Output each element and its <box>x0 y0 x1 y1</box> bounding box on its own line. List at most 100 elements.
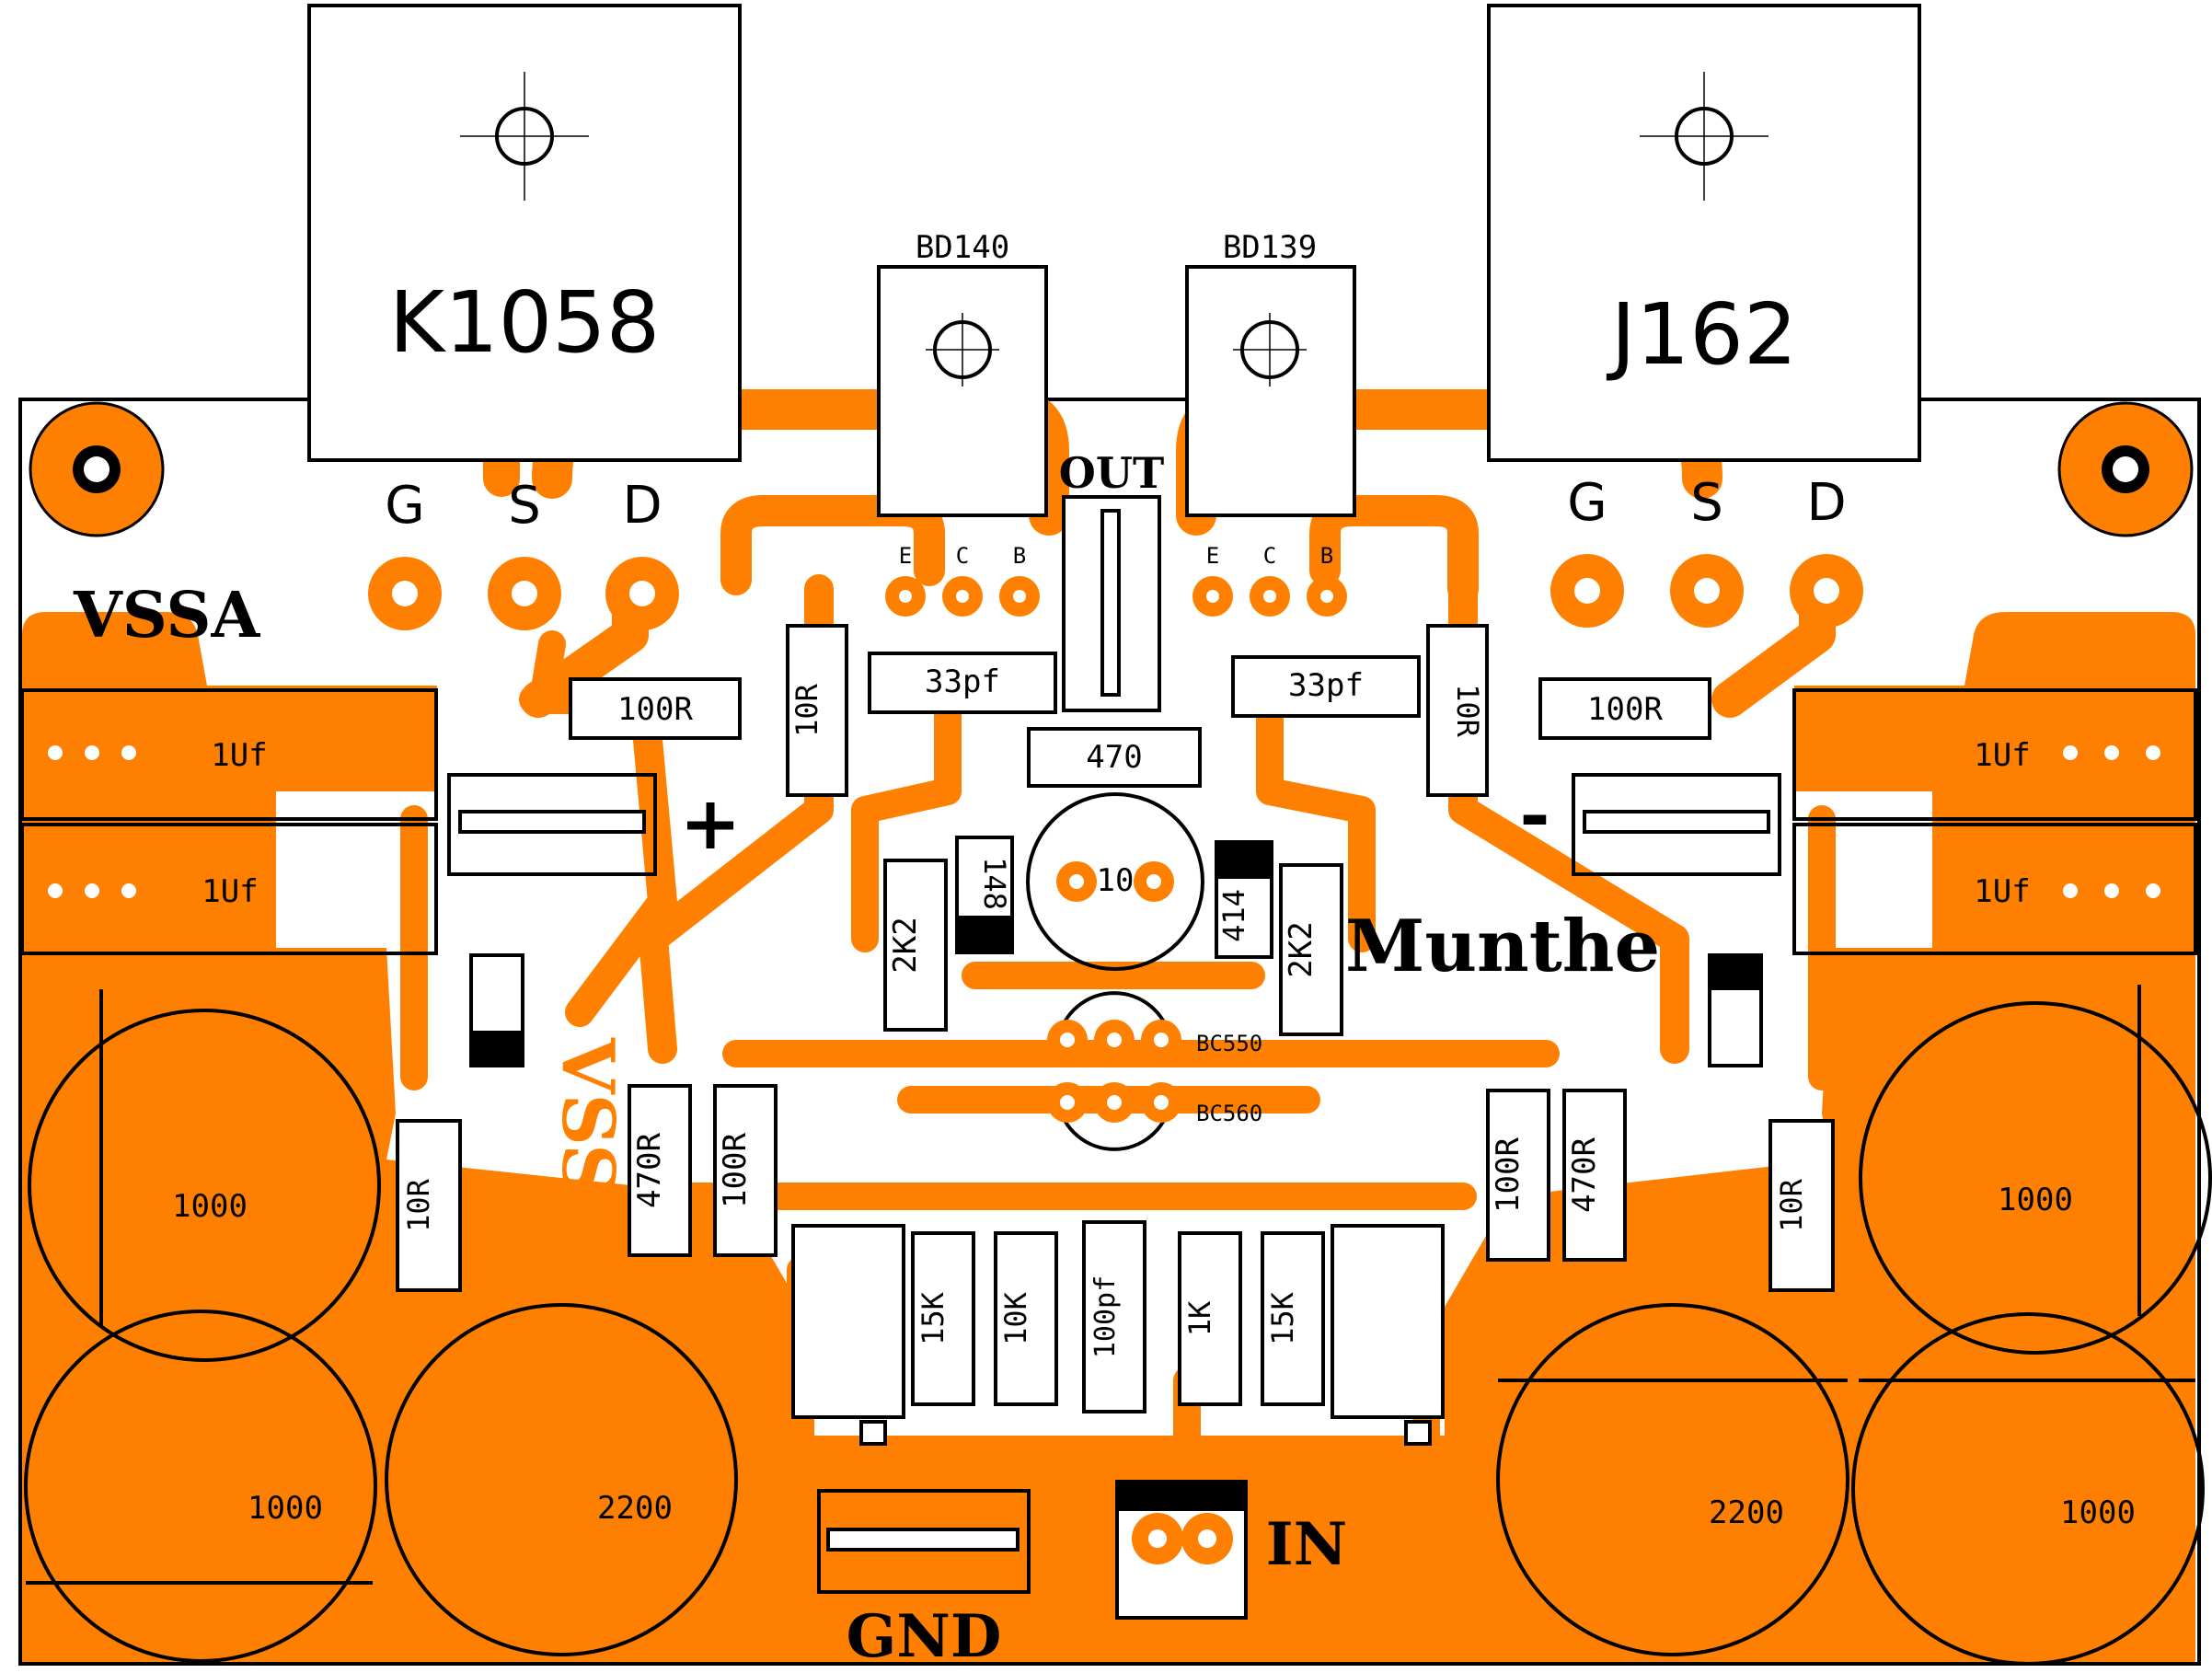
svg-text:10R: 10R <box>401 1178 436 1232</box>
resistor-gate-right: 100R <box>1538 677 1711 740</box>
cap-film-left-bottom: 1Uf <box>20 823 438 955</box>
cap-elec-right-top: 1000 <box>1859 985 2212 1355</box>
svg-text:33pf: 33pf <box>925 663 1000 700</box>
author-label: Munthe <box>1345 905 1660 988</box>
svg-text:10R: 10R <box>789 683 824 737</box>
svg-text:BD139: BD139 <box>1223 229 1317 266</box>
cap-miller-left: 33pf <box>868 652 1057 714</box>
svg-text:B: B <box>1320 543 1333 569</box>
svg-text:1Uf: 1Uf <box>1974 737 2030 774</box>
mosfet-left: K1058 <box>307 4 742 462</box>
svg-text:G: G <box>385 476 424 536</box>
svg-text:+: + <box>679 779 741 866</box>
resistor-bias-right: 2K2 <box>1279 863 1343 1036</box>
copper-pour-right <box>1132 612 2195 1662</box>
board-outline <box>18 398 2201 1666</box>
resistor-supply-left-470: 470R <box>628 1084 692 1257</box>
resistor-supply-right-470: 470R <box>1562 1089 1627 1262</box>
resistor-input-15k-right: 15K <box>1261 1231 1325 1406</box>
resistor-feedback-15k-left: 15K <box>911 1231 975 1406</box>
mosfet-left-pins: G S D <box>368 476 679 630</box>
svg-text:G: G <box>1567 473 1607 533</box>
resistor-driver-left: 10R <box>786 624 848 797</box>
svg-text:10R: 10R <box>1774 1178 1809 1232</box>
cap-elec-left-top: 1000 <box>28 989 381 1362</box>
svg-text:15K: 15K <box>916 1291 950 1345</box>
mounting-hole-left <box>29 401 165 537</box>
diode-left-supply <box>469 953 524 1067</box>
svg-text:BC560: BC560 <box>1196 1101 1262 1126</box>
svg-text:1Uf: 1Uf <box>1974 873 2030 910</box>
svg-text:1Uf: 1Uf <box>211 737 267 774</box>
brand-label: VSSA <box>73 579 260 652</box>
mosfet-right: J162 <box>1487 4 1921 462</box>
input-trimmer-right <box>1331 1224 1445 1446</box>
gnd-connector: GND <box>817 1489 1031 1671</box>
svg-text:10: 10 <box>1097 862 1135 899</box>
svg-text:D: D <box>1806 473 1846 533</box>
cap-elec-left-2200: 2200 <box>385 1303 738 1656</box>
svg-text:100R: 100R <box>717 1133 754 1208</box>
svg-text:1000: 1000 <box>248 1490 323 1527</box>
resistor-feedback-10k: 10K <box>994 1231 1058 1406</box>
svg-text:470R: 470R <box>1566 1137 1603 1213</box>
svg-text:1000: 1000 <box>1998 1182 2073 1218</box>
resistor-zobel-left: 10R <box>396 1119 462 1292</box>
svg-text:2200: 2200 <box>1709 1494 1784 1531</box>
svg-text:15K: 15K <box>1265 1291 1300 1345</box>
transistor-bc560: BC560 <box>1047 1082 1262 1151</box>
svg-text:C: C <box>956 543 969 569</box>
resistor-supply-right-100: 100R <box>1486 1089 1550 1262</box>
svg-text:2K2: 2K2 <box>1283 921 1319 977</box>
svg-text:OUT: OUT <box>1059 448 1164 498</box>
driver-bd139: BD139 E C B <box>1185 229 1356 617</box>
svg-text:E: E <box>1206 543 1219 569</box>
svg-text:10K: 10K <box>998 1291 1033 1345</box>
resistor-zobel-right: 10R <box>1768 1119 1835 1292</box>
connector-plus: + <box>447 773 742 876</box>
out-connector: OUT <box>1059 448 1164 712</box>
diode-148: 148 <box>955 836 1014 954</box>
resistor-gate-left: 100R <box>569 677 742 740</box>
svg-text:E: E <box>899 543 912 569</box>
svg-text:C: C <box>1263 543 1276 569</box>
svg-text:100R: 100R <box>1587 691 1663 728</box>
svg-text:100R: 100R <box>617 691 693 728</box>
svg-text:10R: 10R <box>1450 684 1485 738</box>
svg-text:2K2: 2K2 <box>887 917 924 973</box>
mounting-hole-right <box>2057 401 2194 537</box>
svg-text:470R: 470R <box>631 1133 668 1208</box>
svg-text:470: 470 <box>1086 739 1142 776</box>
svg-text:2200: 2200 <box>597 1490 673 1527</box>
svg-text:BD140: BD140 <box>916 229 1009 266</box>
svg-text:1000: 1000 <box>2060 1494 2136 1531</box>
svg-text:S: S <box>1690 473 1723 533</box>
cap-input-100pf: 100pf <box>1082 1220 1146 1413</box>
resistor-supply-left-100: 100R <box>713 1084 778 1257</box>
input-trimmer-left <box>791 1224 905 1446</box>
cap-miller-right: 33pf <box>1231 655 1421 718</box>
svg-text:148: 148 <box>977 857 1012 910</box>
svg-text:414: 414 <box>1216 889 1251 942</box>
copper-pour-left <box>22 612 1095 1662</box>
resistor-emitter-470: 470 <box>1027 727 1202 788</box>
svg-text:100pf: 100pf <box>1089 1275 1122 1358</box>
cap-elec-left-bottom: 1000 <box>24 1310 377 1663</box>
cap-film-right-bottom: 1Uf <box>1792 823 2197 955</box>
in-connector: IN <box>1115 1480 1347 1620</box>
svg-text:1Uf: 1Uf <box>202 873 258 910</box>
diode-414: 414 <box>1215 840 1273 959</box>
svg-text:B: B <box>1013 543 1026 569</box>
cap-film-left-top: 1Uf <box>20 688 438 821</box>
trimmer-10: 10 <box>1026 792 1204 971</box>
resistor-bias-left: 2K2 <box>883 859 948 1032</box>
svg-text:J162: J162 <box>1607 285 1798 384</box>
brand-label-mirrored: VSSA <box>546 1037 629 1252</box>
svg-text:GND: GND <box>847 1602 1002 1671</box>
resistor-input-1k: 1K <box>1178 1231 1242 1406</box>
svg-text:1000: 1000 <box>172 1188 248 1225</box>
driver-bd140: BD140 E C B <box>877 229 1048 617</box>
transistor-bc550: BC550 <box>1047 991 1262 1060</box>
cap-elec-right-2200: 2200 <box>1496 1303 1849 1656</box>
